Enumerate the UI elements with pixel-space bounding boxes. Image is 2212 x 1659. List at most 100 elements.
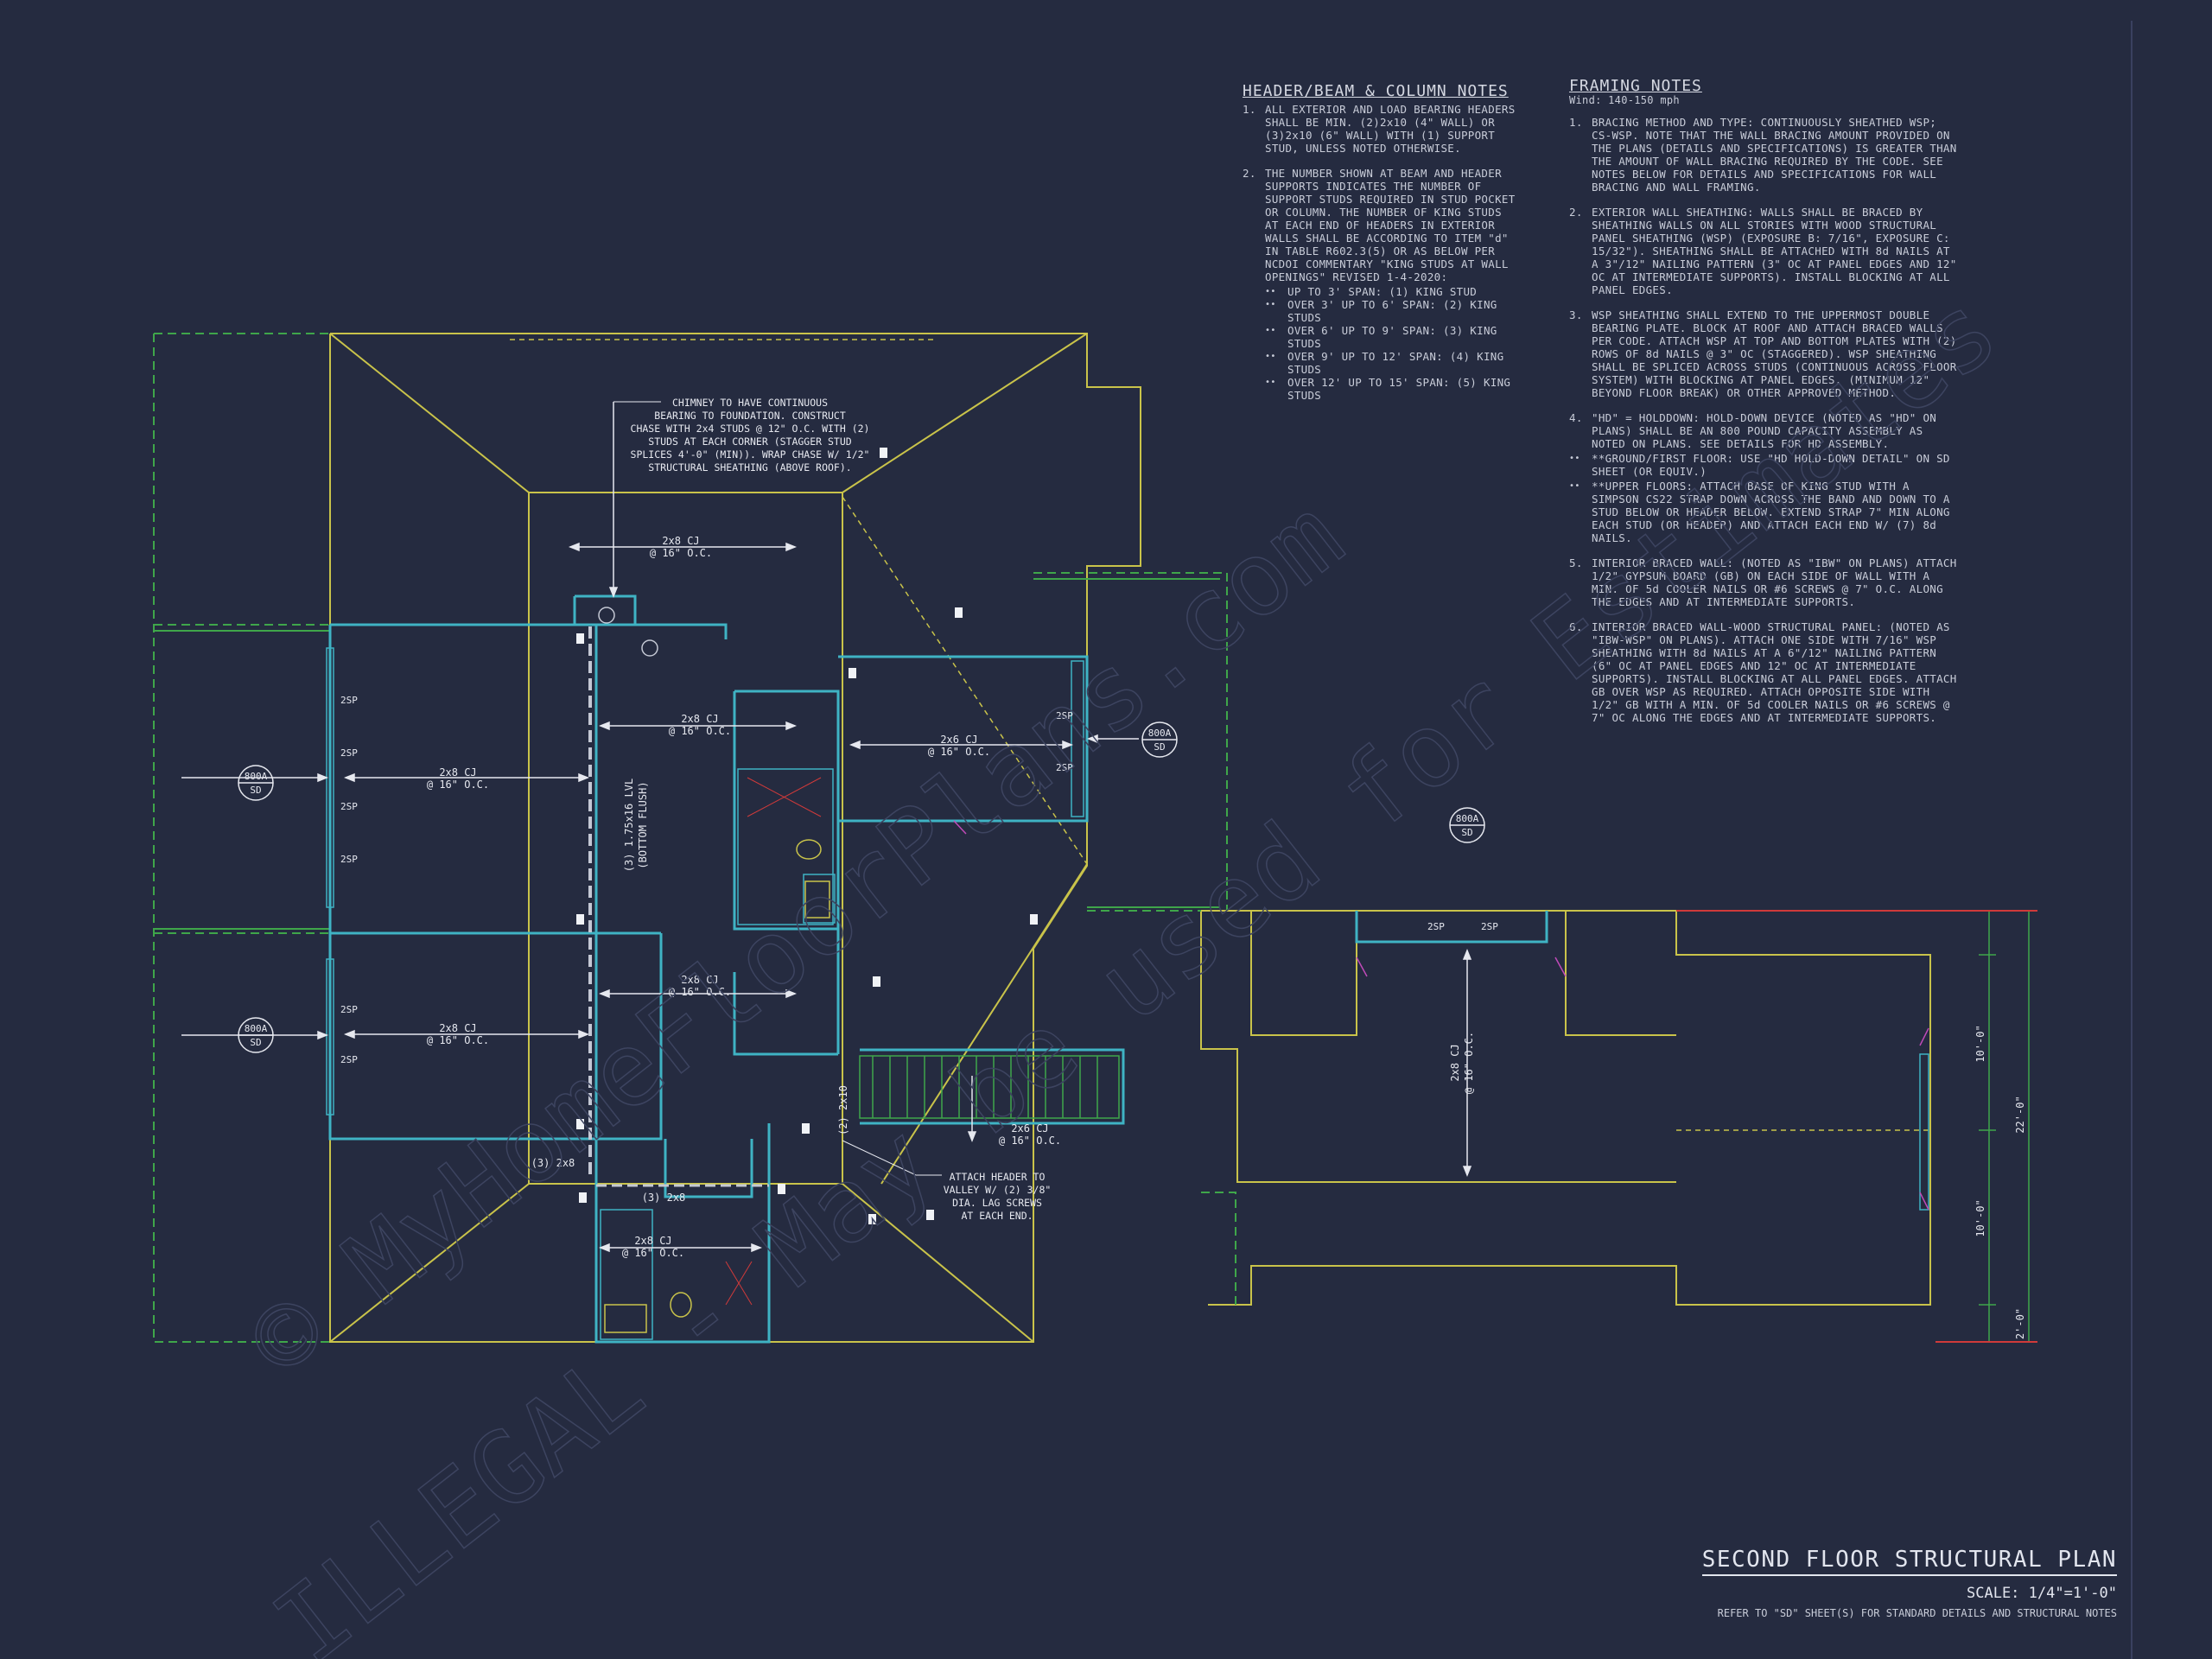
attach-note: ATTACH HEADER TO VALLEY W/ (2) 3/8" DIA.…: [944, 1171, 1052, 1222]
framing-note-3: 3.WSP SHEATHING SHALL EXTEND TO THE UPPE…: [1569, 308, 1957, 399]
stud-count: 2SP: [340, 747, 358, 759]
stud-count: 2SP: [1481, 921, 1498, 932]
header-note-1: 1.ALL EXTERIOR AND LOAD BEARING HEADERS …: [1243, 103, 1516, 155]
joist-spacing: @ 16" O.C.: [928, 746, 990, 758]
sheet-title: SECOND FLOOR STRUCTURAL PLAN: [1701, 1547, 2117, 1576]
joist-spacing: @ 16" O.C.: [999, 1135, 1061, 1147]
joist-spacing: @ 16" O.C.: [669, 986, 731, 998]
svg-text:BEARING TO FOUNDATION. CONSTRU: BEARING TO FOUNDATION. CONSTRUCT: [654, 410, 846, 422]
joist-size: 2x8 CJ: [1449, 1044, 1461, 1081]
svg-text:CHASE WITH 2x4 STUDS @ 12" O.C: CHASE WITH 2x4 STUDS @ 12" O.C. WITH (2): [631, 423, 870, 435]
beam-label-sub: (BOTTOM FLUSH): [637, 781, 649, 868]
detail-sheet: SD: [1461, 827, 1472, 838]
sheet-reference: REFER TO "SD" SHEET(S) FOR STANDARD DETA…: [1717, 1607, 2117, 1619]
detail-callout-text: 800A SD 800A SD 800A SD 800A SD: [245, 728, 1479, 1048]
framing-note-5: 5.INTERIOR BRACED WALL: (NOTED AS "IBW" …: [1569, 556, 1957, 608]
joist-spacing: @ 16" O.C.: [650, 547, 712, 559]
inner-wall-lines: [326, 647, 1929, 1340]
walls: [328, 594, 1548, 1344]
joist-size: 2x6 CJ: [1011, 1122, 1048, 1135]
svg-text:SPLICES 4'-0" (MIN)). WRAP CHA: SPLICES 4'-0" (MIN)). WRAP CHASE W/ 1/2": [631, 448, 870, 461]
detail-ref: 800A: [1456, 813, 1479, 824]
framing-note-1: 1.BRACING METHOD AND TYPE: CONTINUOUSLY …: [1569, 116, 1957, 194]
framing-note-6: 6.INTERIOR BRACED WALL-WOOD STRUCTURAL P…: [1569, 620, 1957, 724]
header-size: (3) 2x8: [531, 1157, 575, 1169]
shower-marks: [725, 777, 822, 1306]
stairs: [859, 1055, 1120, 1119]
stud-count: 2SP: [340, 1004, 358, 1015]
framing-notes: FRAMING NOTES Wind: 140-150 mph 1.BRACIN…: [1569, 79, 1958, 736]
stud-count: 2SP: [340, 695, 358, 706]
chimney: [598, 607, 658, 657]
king-stud-item: OVER 9' UP TO 12' SPAN: (4) KING STUDS: [1265, 350, 1519, 376]
dimension-text: 10'-0" 10'-0" 22'-0" 2'-0": [1974, 1025, 2026, 1339]
joist-size: 2x8 CJ: [439, 1022, 476, 1034]
framing-sub-bullet: **GROUND/FIRST FLOOR: USE "HD HOLD-DOWN …: [1569, 452, 1958, 478]
beam-label: (3) 1.75x16 LVL: [623, 779, 635, 872]
sheet-scale: SCALE: 1/4"=1'-0": [1967, 1585, 2117, 1602]
detail-sheet: SD: [250, 785, 261, 796]
detail-ref: 800A: [1148, 728, 1172, 739]
header-notes-title: HEADER/BEAM & COLUMN NOTES: [1243, 82, 1509, 100]
header-size: (2) 2x10: [837, 1085, 849, 1135]
joist-size: 2x8 CJ: [681, 974, 718, 986]
header-note-2: 2.THE NUMBER SHOWN AT BEAM AND HEADER SU…: [1243, 167, 1516, 283]
svg-text:STUDS AT EACH CORNER (STAGGER: STUDS AT EACH CORNER (STAGGER STUD: [648, 435, 851, 448]
joist-size: 2x8 CJ: [439, 766, 476, 779]
chimney-note: CHIMNEY TO HAVE CONTINUOUS BEARING TO FO…: [631, 397, 870, 474]
joist-spacing: @ 16" O.C.: [427, 1034, 489, 1046]
svg-text:DIA. LAG SCREWS: DIA. LAG SCREWS: [952, 1197, 1042, 1209]
stud-count: 2SP: [340, 854, 358, 865]
king-stud-item: OVER 12' UP TO 15' SPAN: (5) KING STUDS: [1265, 376, 1519, 402]
stud-count: 2SP: [340, 1054, 358, 1065]
framing-notes-title: FRAMING NOTES: [1569, 77, 1702, 95]
king-stud-item: OVER 6' UP TO 9' SPAN: (3) KING STUDS: [1265, 324, 1519, 350]
detail-sheet: SD: [1154, 741, 1165, 753]
framing-sub-bullet: **UPPER FLOORS: ATTACH BASE OF KING STUD…: [1569, 480, 1958, 544]
detail-ref: 800A: [245, 771, 268, 782]
stud-count: 2SP: [1056, 710, 1073, 721]
joist-spacing: @ 16" O.C.: [427, 779, 489, 791]
leader-lines: [613, 401, 942, 1176]
valley-line: [842, 496, 1088, 865]
stud-count: 2SP: [1056, 762, 1073, 773]
joist-size: 2x8 CJ: [681, 713, 718, 725]
joist-spacing: @ 16" O.C.: [1463, 1032, 1475, 1094]
wind-speed: Wind: 140-150 mph: [1569, 94, 1680, 106]
king-stud-item: UP TO 3' SPAN: (1) KING STUD: [1265, 285, 1519, 298]
king-stud-item: OVER 3' UP TO 6' SPAN: (2) KING STUDS: [1265, 298, 1519, 324]
detail-sheet: SD: [250, 1037, 261, 1048]
framing-note-2: 2.EXTERIOR WALL SHEATHING: WALLS SHALL B…: [1569, 206, 1957, 296]
joist-arrows: [181, 402, 1472, 1253]
roof-outline: [329, 333, 1931, 1343]
title-block: SECOND FLOOR STRUCTURAL PLAN SCALE: 1/4"…: [1701, 1547, 2117, 1619]
joist-size: 2x8 CJ: [662, 535, 699, 547]
dim-total: 22'-0": [2014, 1096, 2026, 1133]
joist-spacing: @ 16" O.C.: [622, 1247, 684, 1259]
svg-text:VALLEY W/ (2) 3/8": VALLEY W/ (2) 3/8": [944, 1184, 1052, 1196]
joist-size: 2x6 CJ: [940, 734, 977, 746]
dimension-lines: [1979, 911, 2030, 1342]
joist-labels: 2x8 CJ @ 16" O.C. 2x8 CJ @ 16" O.C. 2x8 …: [427, 535, 1061, 1259]
header-size: (3) 2x8: [642, 1192, 686, 1204]
stud-count: 2SP: [340, 801, 358, 812]
framing-note-4: 4."HD" = HOLDDOWN: HOLD-DOWN DEVICE (NOT…: [1569, 411, 1937, 450]
lower-roof-walls: [154, 578, 1220, 930]
fixtures: [604, 839, 830, 1333]
stud-labels: 2SP 2SP 2SP 2SP 2SP 2SP 2SP 2SP 2SP 2SP: [340, 695, 1498, 1065]
brace-marks: [953, 820, 1929, 1211]
dim-lower: 10'-0": [1974, 1199, 1986, 1236]
joist-spacing: @ 16" O.C.: [669, 725, 731, 737]
rotated-labels: (3) 1.75x16 LVL (BOTTOM FLUSH) 2x8 CJ @ …: [623, 779, 1475, 1135]
dim-overhang: 2'-0": [2014, 1308, 2026, 1339]
svg-text:ATTACH HEADER TO: ATTACH HEADER TO: [950, 1171, 1046, 1183]
joist-size: 2x8 CJ: [634, 1235, 671, 1247]
header-beam-notes: HEADER/BEAM & COLUMN NOTES 1.ALL EXTERIO…: [1243, 82, 1519, 403]
detail-callouts: [238, 721, 1485, 1053]
holddown-marks: [576, 448, 1038, 1224]
dim-upper: 10'-0": [1974, 1025, 1986, 1062]
detail-ref: 800A: [245, 1023, 268, 1034]
svg-text:STRUCTURAL SHEATHING (ABOVE RO: STRUCTURAL SHEATHING (ABOVE ROOF).: [648, 461, 851, 474]
